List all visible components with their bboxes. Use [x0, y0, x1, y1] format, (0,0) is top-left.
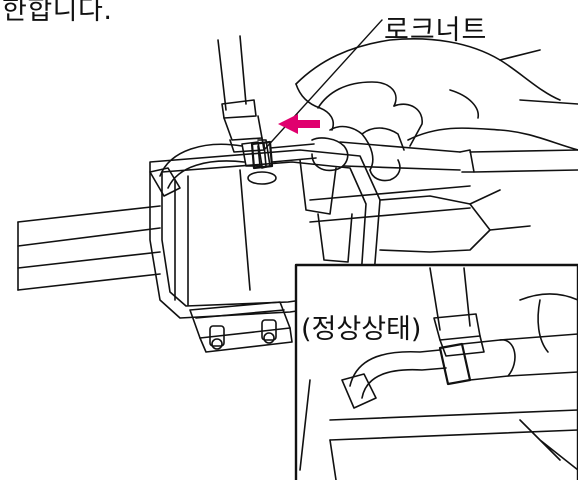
steering-tube [17, 185, 471, 291]
label-leader-line [263, 19, 383, 151]
wrench [269, 137, 578, 173]
vertical-pipe [217, 35, 265, 153]
mounting-bracket [189, 301, 293, 353]
hose-elbow-fitting [149, 139, 271, 197]
top-text-fragment: 한합니다. [2, 0, 113, 26]
inset-panel [294, 263, 578, 480]
inset-label-normal-state: (정상상태) [300, 307, 423, 346]
hand [295, 38, 578, 182]
left-arrow-icon [278, 114, 320, 134]
locknut-label: 로크너트 [384, 15, 488, 46]
locknut [250, 140, 274, 170]
